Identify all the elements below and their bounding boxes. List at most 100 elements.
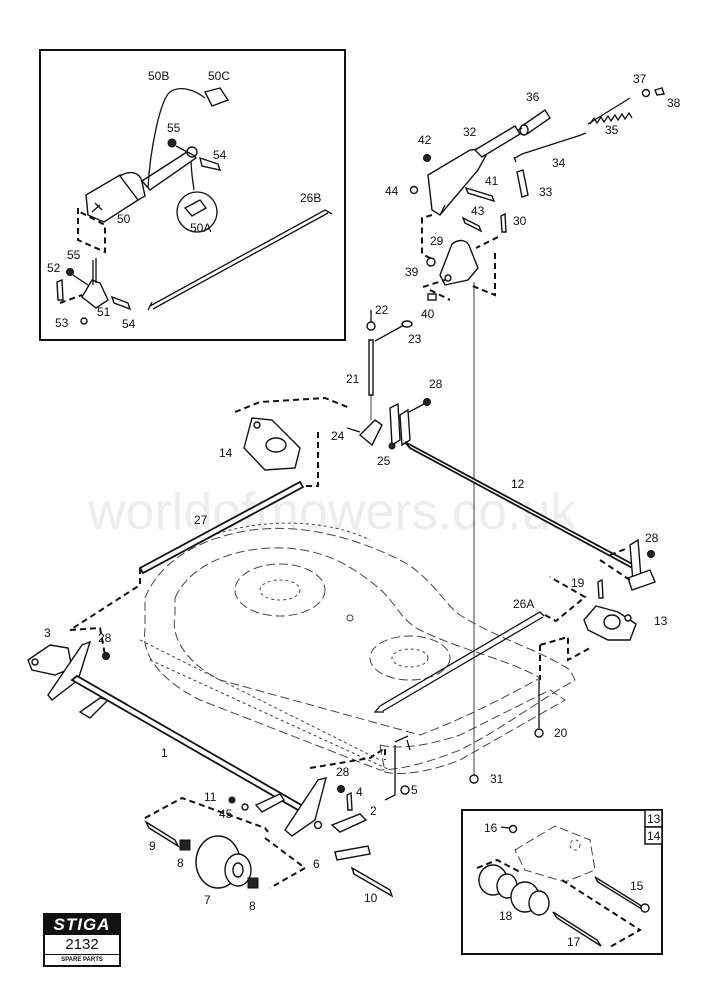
label-41: 41 (485, 174, 499, 188)
label-10: 10 (364, 891, 378, 905)
part-33-plate (516, 169, 529, 198)
label-38: 38 (667, 96, 681, 110)
part-arm-left (47, 640, 92, 701)
label-50b: 50B (148, 69, 169, 83)
part-24-pin (346, 427, 361, 433)
label-45: 45 (219, 807, 233, 821)
label-26a: 26A (513, 597, 534, 611)
label-24: 24 (331, 429, 345, 443)
inset-frame-top-left (39, 49, 346, 341)
label-22: 22 (375, 303, 389, 317)
label-20: 20 (554, 726, 568, 740)
part-4-bolt (346, 791, 353, 811)
label-33: 33 (539, 185, 553, 199)
part-17-shaft (552, 911, 602, 947)
part-25-nut (388, 442, 396, 450)
label-44: 44 (385, 184, 399, 198)
part-54-pin-lower (110, 295, 132, 311)
label-12: 12 (511, 477, 525, 491)
label-55a: 55 (167, 121, 181, 135)
label-27: 27 (194, 513, 208, 527)
part-28-nut-mid (423, 398, 431, 406)
part-44-washer (409, 185, 419, 195)
part-31-washer (469, 774, 479, 784)
label-28d: 28 (336, 765, 350, 779)
part-52-bolt (56, 278, 64, 301)
part-13-14-bracket-ghost (514, 825, 596, 883)
label-35: 35 (605, 123, 619, 137)
part-28-nut-right (647, 550, 655, 558)
label-13: 13 (654, 614, 668, 628)
label-9: 9 (149, 839, 156, 853)
part-27-rod (138, 480, 305, 575)
part-37-washer (641, 88, 651, 98)
part-28-nut-lower (337, 785, 345, 793)
label-54b: 54 (122, 317, 136, 331)
part-axle-bracket (358, 402, 411, 447)
part-20-washer (534, 728, 544, 738)
label-14: 14 (219, 446, 233, 460)
part-10-bolt (350, 866, 394, 898)
part-42-nut (423, 154, 431, 162)
part-19-bolt (597, 578, 604, 599)
label-37: 37 (633, 72, 647, 86)
label-42: 42 (418, 133, 432, 147)
stiga-logo: STIGA 2132 SPARE PARTS (43, 913, 121, 967)
part-39-nut (426, 257, 436, 267)
part-41-pin (464, 186, 496, 203)
part-50c-connector (203, 87, 230, 107)
part-arm-right (284, 777, 327, 837)
part-22-washer (366, 321, 376, 331)
part-30-bolt (500, 212, 507, 233)
part-55-nut (167, 138, 177, 148)
part-12-axle (404, 441, 641, 573)
part-26b-rod (147, 209, 333, 311)
inset-frame-bottom-right (461, 809, 663, 955)
label-54a: 54 (213, 148, 227, 162)
label-34: 34 (552, 156, 566, 170)
label-29: 29 (430, 234, 444, 248)
part-54-pin (199, 156, 222, 171)
label-39: 39 (405, 265, 419, 279)
label-28c: 28 (98, 631, 112, 645)
label-5: 5 (411, 783, 418, 797)
label-28b: 28 (645, 531, 659, 545)
mower-deck-outline (139, 522, 576, 774)
part-45-washer (241, 803, 249, 811)
label-8a: 8 (177, 856, 184, 870)
label-31: 31 (490, 772, 504, 786)
part-43-pin (461, 216, 483, 233)
part-55-nut-lower (66, 268, 74, 276)
part-51-bracket (81, 258, 109, 309)
label-17: 17 (567, 935, 581, 949)
part-50a-detail-circle (176, 191, 218, 233)
label-50c: 50C (208, 69, 230, 83)
label-11: 11 (204, 790, 217, 804)
label-55b: 55 (67, 248, 81, 262)
part-23-clip (374, 324, 405, 342)
label-43: 43 (471, 204, 485, 218)
part-26a-rod (379, 611, 545, 712)
label-32: 32 (463, 125, 477, 139)
label-1: 1 (161, 746, 168, 760)
label-50a: 50A (190, 221, 211, 235)
part-5-washer (400, 785, 410, 795)
part-8-bearing-a (179, 839, 191, 851)
label-28a: 28 (429, 377, 443, 391)
part-9-axle-pin (144, 820, 180, 848)
label-26b: 26B (300, 191, 321, 205)
part-13-roller-bracket (583, 605, 637, 641)
part-18-rollers (478, 864, 550, 916)
part-28-nut-left (102, 652, 110, 660)
label-51: 51 (97, 305, 111, 319)
label-15: 15 (630, 879, 644, 893)
logo-subtitle: SPARE PARTS (61, 957, 103, 963)
label-3: 3 (44, 626, 51, 640)
part-2-plate (330, 813, 368, 833)
label-6: 6 (313, 857, 320, 871)
label-21: 21 (346, 372, 360, 386)
part-8-bearing-b (247, 877, 259, 889)
part-16-washer (508, 824, 518, 834)
part-11-nut (228, 796, 236, 804)
